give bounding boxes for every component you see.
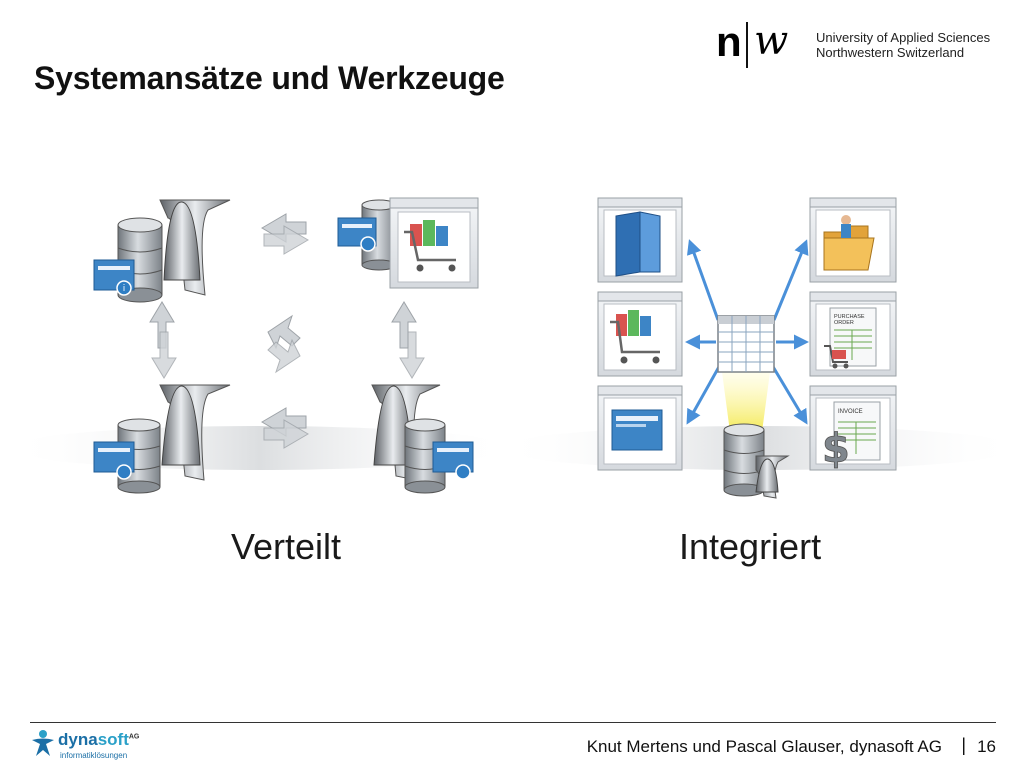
brand-prefix: dyna: [58, 730, 98, 749]
central-db-arch: [723, 423, 790, 499]
window-book: [597, 197, 683, 283]
purchase-order-document-icon: PURCHASE ORDER: [824, 307, 877, 369]
logo-university-text: University of Applied Sciences Northwest…: [816, 30, 990, 60]
dynasoft-figure-icon: [32, 730, 54, 756]
dynasoft-brand: dynasoftAG: [58, 730, 139, 750]
invoice-label: INVOICE: [838, 409, 863, 415]
card-box-icon: [611, 409, 663, 451]
purchase-order-label: PURCHASE: [834, 314, 865, 320]
system-diagram: i: [10, 197, 1020, 499]
arrow-to-folder: [772, 239, 809, 321]
hub-arrows-blue: [685, 239, 809, 425]
info-card-icon: [432, 441, 474, 480]
exchange-arrows-gray: [149, 213, 425, 449]
arrow-exchange-bottom-back: [263, 419, 309, 449]
node-db-cart-top-right: [337, 197, 479, 289]
window-purchase-order: PURCHASE ORDER: [809, 291, 897, 377]
info-card-icon: [93, 441, 135, 480]
footer-divider: [30, 722, 996, 723]
logo-divider: [746, 22, 748, 68]
highlight-beam: [722, 372, 770, 432]
window-invoice: INVOICE $: [809, 385, 897, 472]
window-folder: [809, 197, 897, 283]
arrow-to-book: [686, 239, 720, 321]
purchase-order-label-2: ORDER: [834, 320, 854, 326]
dollar-icon: $: [822, 426, 850, 472]
logo-line-1: University of Applied Sciences: [816, 30, 991, 45]
slide-title: Systemansätze und Werkzeuge: [34, 60, 505, 96]
svg-text:i: i: [123, 284, 126, 294]
person-icon: [841, 215, 851, 225]
arch-shape: [163, 201, 201, 281]
window-card: [597, 385, 683, 471]
logo-letter-w: w: [754, 18, 789, 64]
shopping-cart-icon: [610, 310, 660, 364]
info-card-icon: i: [93, 259, 135, 296]
page-number: 16: [977, 737, 996, 756]
arch-shape: [161, 385, 201, 466]
node-db-arch-top-left: i: [93, 199, 231, 303]
invoice-document-icon: INVOICE $: [822, 401, 881, 472]
table-hub-icon: [717, 315, 775, 373]
logo-letter-n: n: [716, 18, 742, 65]
window-cart: [597, 291, 683, 377]
shopping-cart-icon: [404, 220, 456, 272]
arrow-exchange-right-back: [399, 331, 425, 379]
info-card-icon: [337, 217, 377, 252]
brand-suffix: soft: [97, 730, 129, 749]
arrow-to-card: [686, 364, 722, 425]
dynasoft-logo: dynasoftAG informatiklösungen: [30, 726, 150, 766]
arrow-exchange-center-back: [267, 338, 301, 374]
dynasoft-tagline: informatiklösungen: [60, 751, 128, 760]
arrow-exchange-left-back: [151, 331, 177, 379]
node-db-arch-bottom-left: [93, 384, 231, 494]
arrow-exchange-center: [267, 314, 301, 350]
brand-ag: AG: [128, 733, 140, 741]
book-icon: [615, 211, 661, 277]
footer-separator: |: [961, 735, 966, 755]
folder-icon: [823, 215, 875, 271]
caption-integriert: Integriert: [679, 526, 822, 567]
logo-line-2: Northwestern Switzerland: [816, 45, 965, 60]
caption-verteilt: Verteilt: [231, 526, 342, 567]
node-arch-db-bottom-right: [371, 384, 474, 494]
fhnw-logo: n w University of Applied Sciences North…: [714, 18, 1004, 70]
arrow-exchange-top-back: [263, 225, 309, 255]
arrow-to-invoice: [770, 364, 808, 425]
small-cart-icon: [824, 345, 849, 369]
footer-authors: Knut Mertens und Pascal Glauser, dynasof…: [586, 737, 942, 756]
